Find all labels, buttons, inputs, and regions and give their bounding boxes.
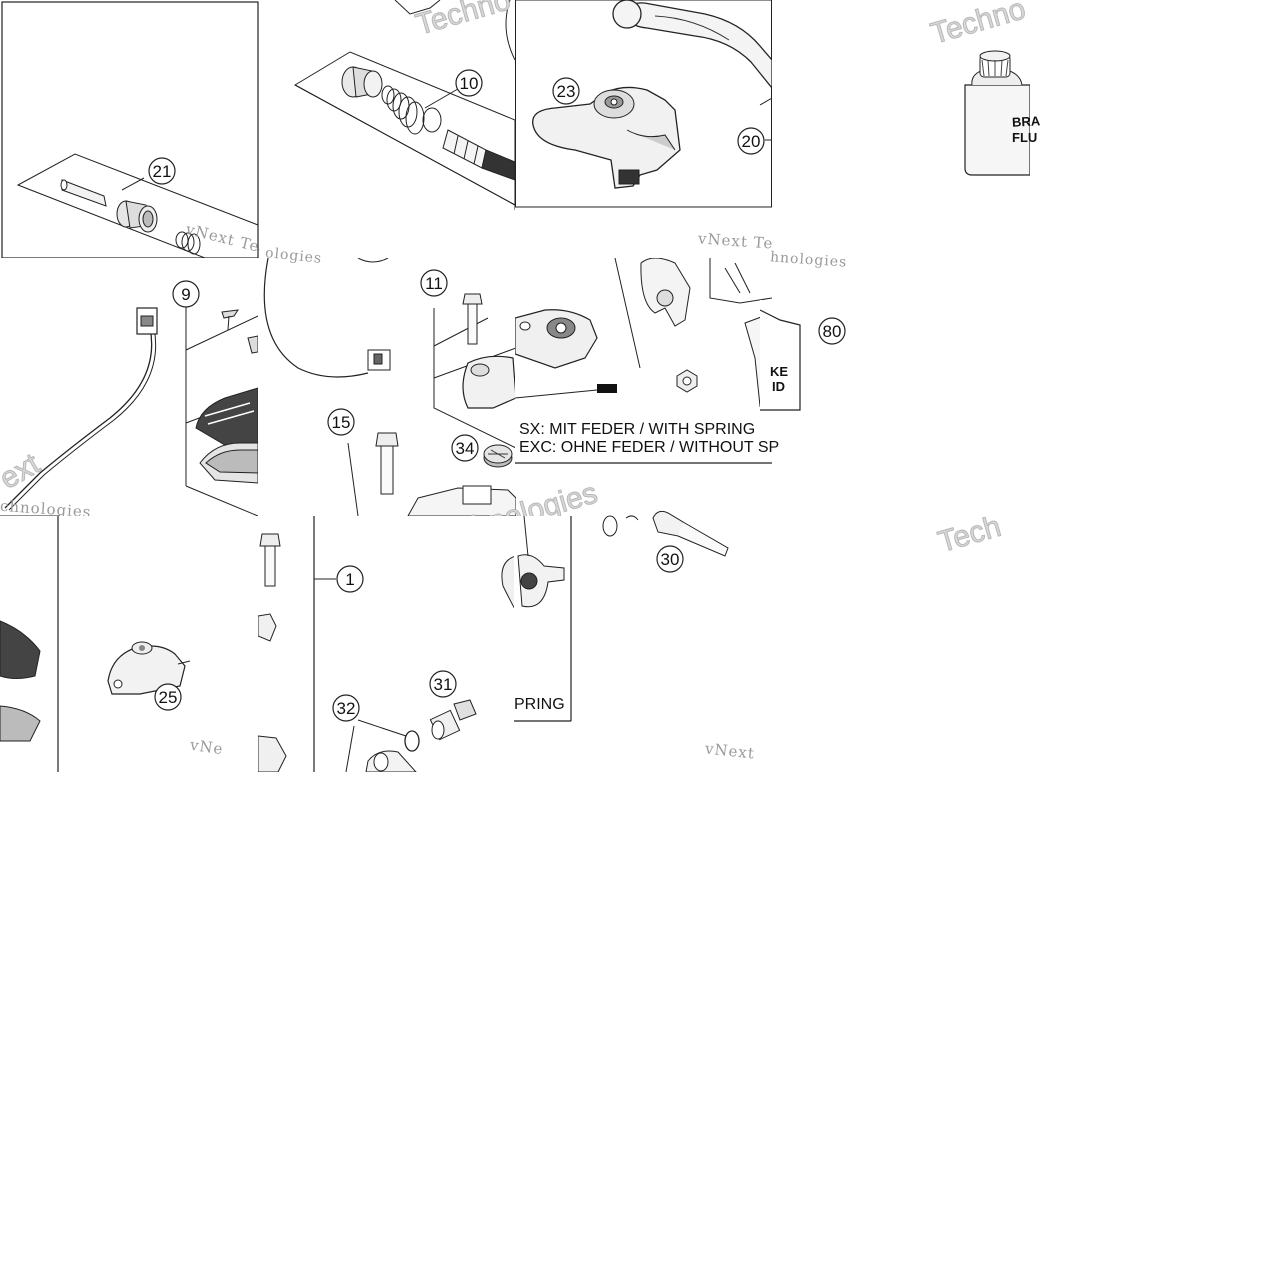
watermark-tech-right: Tech xyxy=(934,509,1005,560)
tile-clamp-and-bolts xyxy=(258,258,516,516)
note-sx-with-spring: SX: MIT FEDER / WITH SPRING xyxy=(519,421,756,438)
watermark-vnext-te: vNext Te xyxy=(697,229,774,253)
callout-1: 1 xyxy=(336,565,364,593)
svg-text:1: 1 xyxy=(345,570,354,589)
callout-15: 15 xyxy=(327,408,355,436)
can-label-mid1: KE xyxy=(770,364,789,379)
callout-30: 30 xyxy=(656,545,684,573)
note-spring-fragment: PRING xyxy=(514,696,565,713)
tile-lever-assembly xyxy=(515,0,772,210)
svg-text:21: 21 xyxy=(153,162,172,181)
can-label-mid2: ID xyxy=(772,379,785,394)
can-label-line2: FLU xyxy=(1012,130,1038,145)
tile-spring-fragment xyxy=(514,516,574,722)
callout-31: 31 xyxy=(429,670,457,698)
tile-brake-fluid-can xyxy=(950,40,1030,180)
svg-text:80: 80 xyxy=(823,322,842,341)
svg-text:15: 15 xyxy=(332,413,351,432)
can-label-line1: BRA xyxy=(1011,113,1041,130)
callout-20: 20 xyxy=(737,127,765,155)
callout-25: 25 xyxy=(154,683,182,711)
tile-spring-note xyxy=(515,258,772,466)
svg-text:11: 11 xyxy=(425,274,443,293)
svg-text:25: 25 xyxy=(159,688,178,707)
svg-text:10: 10 xyxy=(460,74,479,93)
watermark-vnext-bottom: vNext xyxy=(704,739,756,763)
tile-clamp-25 xyxy=(0,516,258,772)
callout-11: 11 xyxy=(420,269,448,297)
svg-text:23: 23 xyxy=(557,82,576,101)
callout-34: 34 xyxy=(451,434,479,462)
callout-23: 23 xyxy=(552,77,580,105)
svg-text:20: 20 xyxy=(742,132,761,151)
tile-brake-fluid-can-mid xyxy=(760,300,810,415)
watermark-hnologies: hnologies xyxy=(769,249,848,271)
note-exc-without-spring: EXC: OHNE FEDER / WITHOUT SP xyxy=(519,439,780,456)
svg-text:30: 30 xyxy=(661,550,680,569)
callout-32: 32 xyxy=(332,694,360,722)
callout-9: 9 xyxy=(172,280,200,308)
svg-text:31: 31 xyxy=(434,675,453,694)
svg-text:32: 32 xyxy=(337,699,356,718)
tile-master-cylinder-body xyxy=(258,516,516,772)
tile-brake-switch xyxy=(0,258,260,516)
svg-text:9: 9 xyxy=(181,285,190,304)
callout-10: 10 xyxy=(455,69,483,97)
svg-text:34: 34 xyxy=(456,439,475,458)
callout-80: 80 xyxy=(818,317,846,345)
callout-21: 21 xyxy=(148,157,176,185)
tile-piston-kit xyxy=(260,0,515,260)
tile-master-cylinder-piston xyxy=(0,0,260,260)
